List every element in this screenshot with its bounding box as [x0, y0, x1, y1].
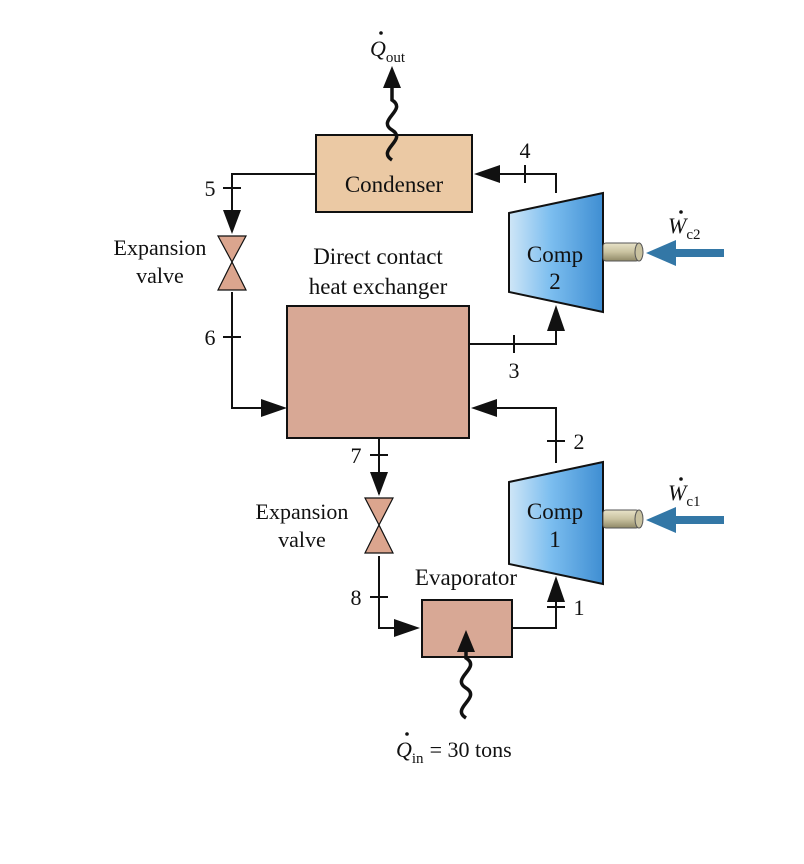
- hx-label-1: Direct contact: [313, 244, 443, 269]
- arrow-into-evap: [394, 619, 420, 637]
- state-8: 8: [351, 585, 362, 610]
- comp2-shaft: [602, 242, 640, 262]
- arrow-into-valve1: [223, 210, 241, 234]
- heat-out-arrowhead: [383, 66, 401, 88]
- state-ticks: [223, 165, 565, 608]
- comp1-shaft-end: [634, 509, 644, 529]
- line-condenser-to-valve1: [231, 173, 318, 230]
- flow-arrows: [223, 165, 565, 637]
- heat-in-wave: [459, 648, 473, 720]
- heat-out-wave: [385, 82, 399, 162]
- heat-in-arrowhead: [457, 630, 475, 652]
- hx-box: [286, 305, 470, 439]
- heat-exchanger: Direct contact heat exchanger: [286, 244, 470, 439]
- valve-bot-upper: [364, 497, 394, 527]
- w-c2-arrow-shaft: [672, 249, 724, 257]
- valve-bot-lower: [364, 523, 394, 554]
- valve-top-label-2: valve: [136, 263, 184, 288]
- line-comp1-to-hx: [478, 407, 557, 463]
- w-c1-arrow-shaft: [672, 516, 724, 524]
- valve-bot-label-1: Expansion: [256, 499, 349, 524]
- heat-in: Qin= 30 tons: [396, 630, 512, 767]
- w-c2-dot: [679, 210, 683, 214]
- state-1: 1: [574, 595, 585, 620]
- expansion-valve-bottom: Expansion valve: [256, 497, 394, 554]
- piping: [231, 173, 557, 629]
- comp2-body: [508, 191, 604, 314]
- comp1-shaft: [602, 509, 640, 529]
- arrow-into-comp1: [547, 576, 565, 602]
- valve-bot-label-2: valve: [278, 527, 326, 552]
- arrow-into-comp2: [547, 305, 565, 331]
- q-out-dot: [379, 31, 383, 35]
- comp1-label-1: Comp: [527, 499, 583, 524]
- expansion-valve-top: Expansion valve: [114, 235, 248, 291]
- state-5: 5: [205, 176, 216, 201]
- line-valve2-to-evap: [378, 556, 415, 629]
- state-numbers: 4 5 6 3 2 7 8 1: [205, 138, 585, 620]
- w-c1-arrowhead: [646, 507, 676, 533]
- state-4: 4: [520, 138, 531, 163]
- q-in-label: Qin= 30 tons: [396, 737, 512, 767]
- arrow-into-hx-right: [471, 399, 497, 417]
- w-c2-arrowhead: [646, 240, 676, 266]
- comp1-body: [508, 460, 604, 586]
- state-3: 3: [509, 358, 520, 383]
- state-7: 7: [351, 443, 362, 468]
- evaporator-label: Evaporator: [415, 565, 518, 590]
- w-c1-label: Wc1: [668, 480, 701, 510]
- work-c1: Wc1: [646, 477, 724, 533]
- compressor-2: Comp 2: [508, 191, 644, 314]
- line-valve1-to-hx: [231, 292, 282, 409]
- q-out-label: Qout: [370, 36, 406, 66]
- valve-top-lower: [217, 260, 247, 291]
- comp1-label-2: 1: [549, 527, 561, 552]
- line-comp2-to-condenser: [478, 173, 557, 193]
- compressor-1: Comp 1: [508, 460, 644, 586]
- work-c2: Wc2: [646, 210, 724, 266]
- hx-label-2: heat exchanger: [309, 274, 448, 299]
- comp2-shaft-end: [634, 242, 644, 262]
- state-2: 2: [574, 429, 585, 454]
- arrow-into-condenser: [474, 165, 500, 183]
- condenser-label: Condenser: [345, 172, 444, 197]
- q-in-dot: [405, 732, 409, 736]
- valve-top-label-1: Expansion: [114, 235, 207, 260]
- state-6: 6: [205, 325, 216, 350]
- arrow-into-hx-left: [261, 399, 287, 417]
- heat-out: Qout: [370, 31, 406, 162]
- condenser: Condenser: [315, 134, 473, 213]
- arrow-into-valve2: [370, 472, 388, 496]
- comp2-label-1: Comp: [527, 242, 583, 267]
- w-c2-label: Wc2: [668, 213, 701, 243]
- comp2-label-2: 2: [549, 269, 561, 294]
- condenser-box: [315, 134, 473, 213]
- valve-top-upper: [216, 235, 248, 264]
- w-c1-dot: [679, 477, 683, 481]
